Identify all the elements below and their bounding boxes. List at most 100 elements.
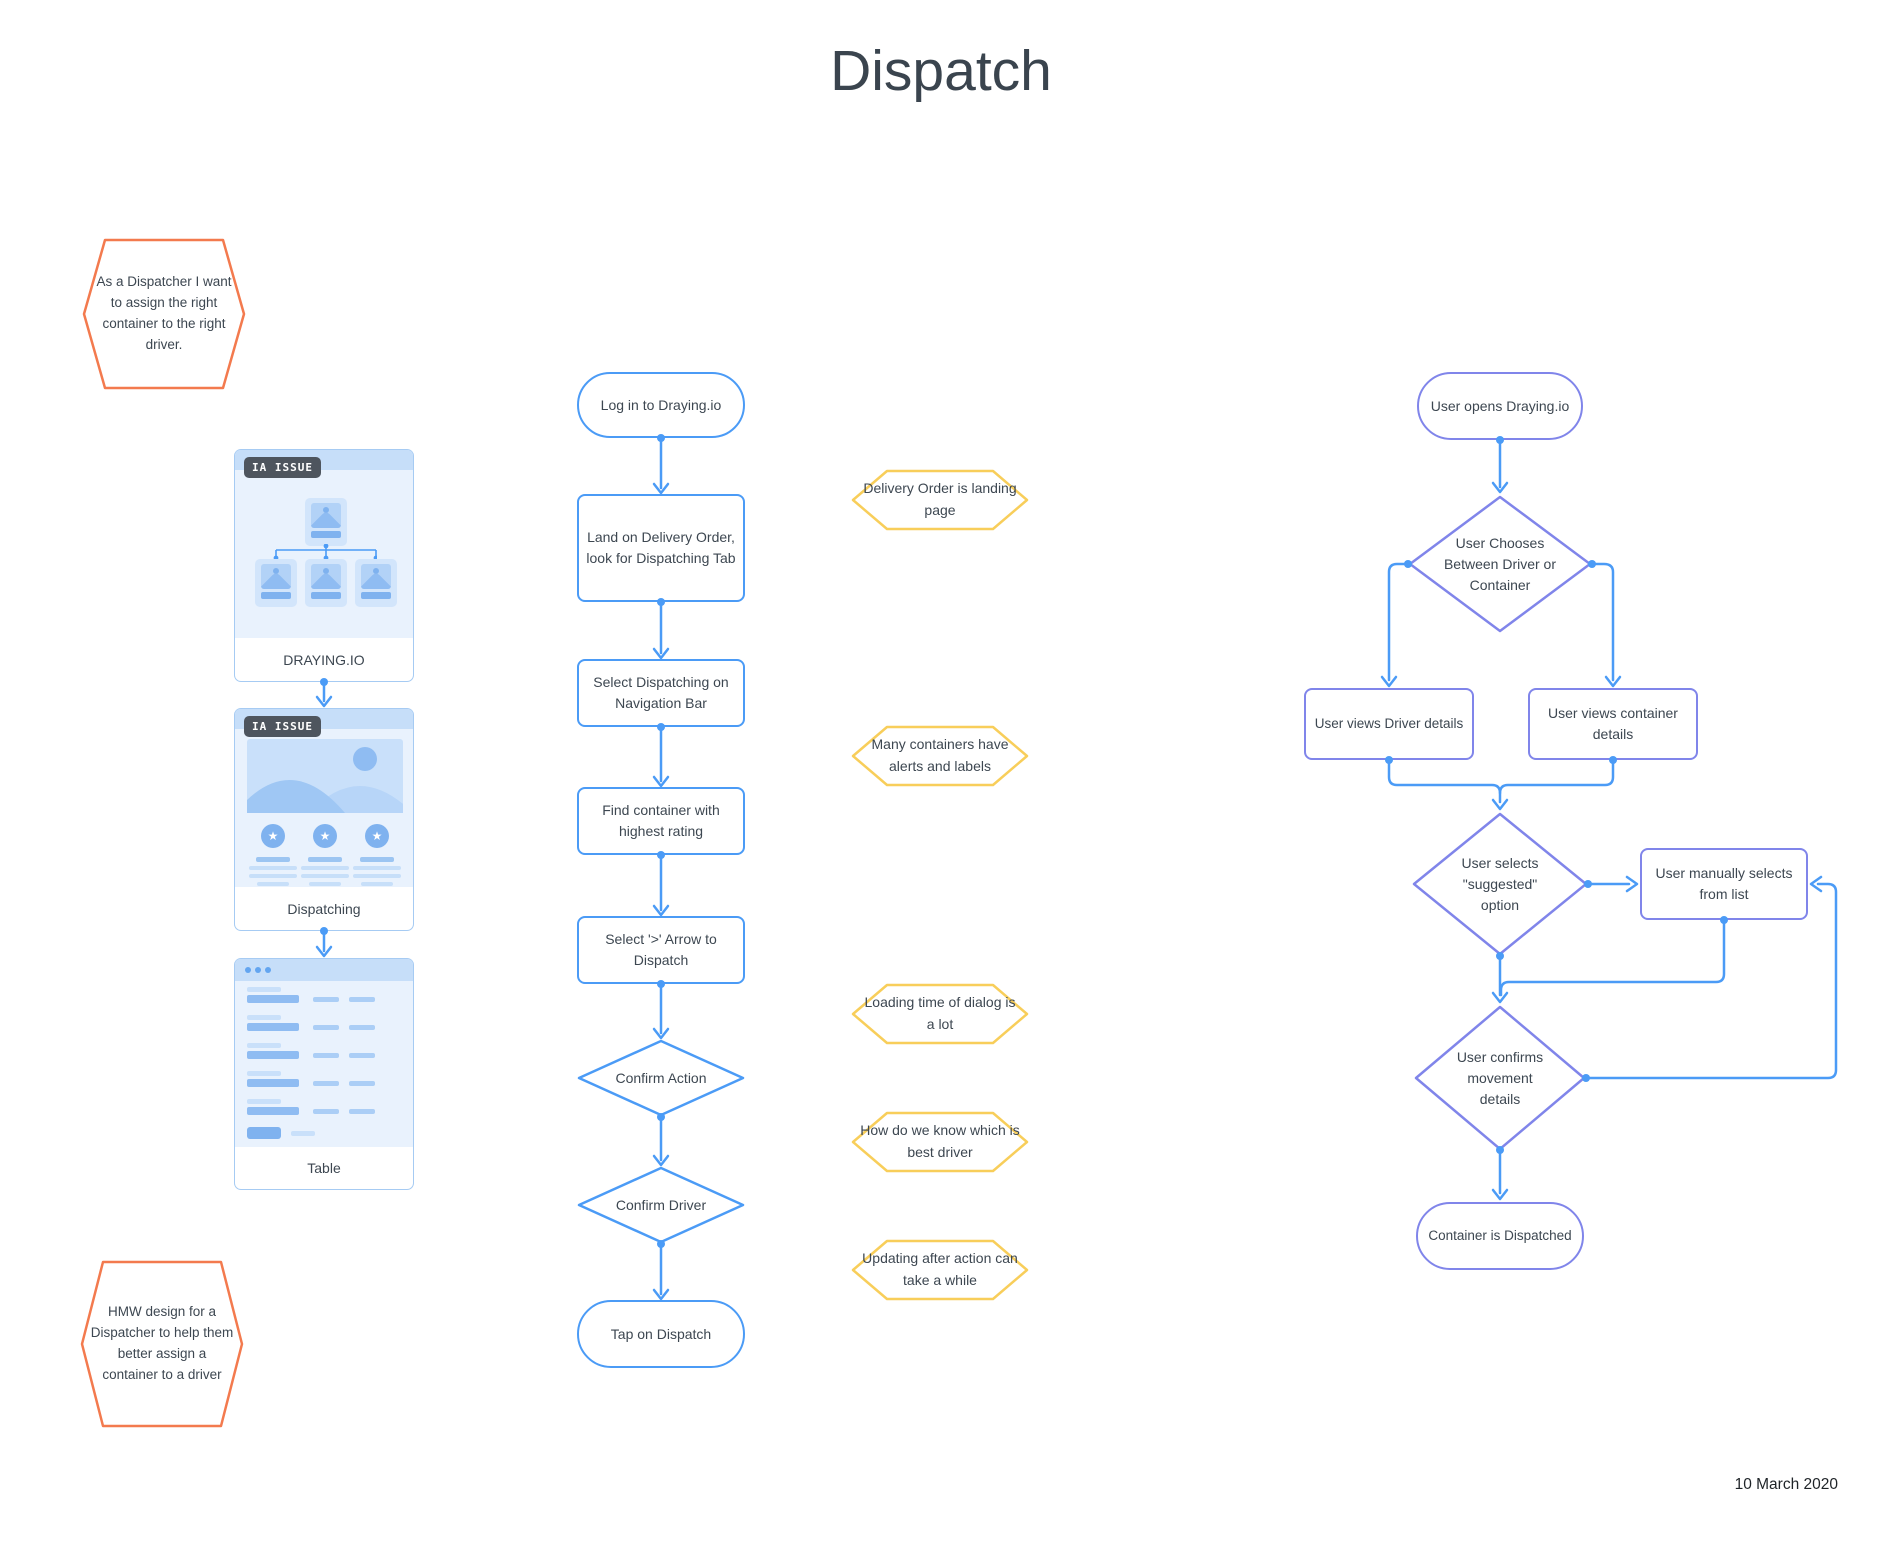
flow-node-select-arrow[interactable]: Select '>' Arrow to Dispatch bbox=[577, 916, 745, 984]
feature-column: ★ bbox=[249, 824, 297, 886]
text-placeholder bbox=[309, 882, 341, 886]
node-label: Land on Delivery Order, look for Dispatc… bbox=[586, 529, 736, 566]
browser-chrome-bar bbox=[235, 959, 413, 981]
flow-node-find-container[interactable]: Find container with highest rating bbox=[577, 787, 745, 855]
table-cell-placeholder bbox=[313, 1109, 339, 1114]
text-placeholder bbox=[361, 882, 393, 886]
user-flow-node-suggested[interactable]: User selects "suggested" option bbox=[1412, 812, 1588, 956]
annotation-text: Delivery Order is landing page bbox=[863, 480, 1017, 518]
user-flow-node-driver-details[interactable]: User views Driver details bbox=[1304, 688, 1474, 760]
text-placeholder bbox=[311, 531, 341, 538]
table-cell-placeholder bbox=[313, 1053, 339, 1058]
annotation-text: How do we know which is best driver bbox=[860, 1122, 1020, 1160]
window-dot-icon bbox=[265, 967, 271, 973]
sticky-note-user-story[interactable]: As a Dispatcher I want to assign the rig… bbox=[82, 238, 246, 390]
table-cell-placeholder bbox=[247, 1107, 299, 1115]
card-label: Dispatching bbox=[287, 900, 361, 917]
feature-column: ★ bbox=[353, 824, 401, 886]
user-flow-node-confirms-movement[interactable]: User confirms movement details bbox=[1414, 1005, 1586, 1151]
table-cell-placeholder bbox=[247, 1023, 299, 1031]
page-title[interactable]: Dispatch bbox=[830, 39, 1052, 103]
user-flow-node-container-details[interactable]: User views container details bbox=[1528, 688, 1698, 760]
flow-node-tap-dispatch[interactable]: Tap on Dispatch bbox=[577, 1300, 745, 1368]
landing-preview: ★ ★ ★ bbox=[235, 729, 413, 887]
node-label: Select Dispatching on Navigation Bar bbox=[593, 674, 729, 711]
annotation-text: Updating after action can take a while bbox=[862, 1250, 1018, 1288]
flow-node-login[interactable]: Log in to Draying.io bbox=[577, 372, 745, 438]
sitemap-node bbox=[355, 559, 397, 607]
table-cell-placeholder bbox=[349, 1053, 375, 1058]
table-cell-placeholder bbox=[349, 1109, 375, 1114]
ia-issue-badge: IA ISSUE bbox=[244, 457, 321, 478]
hexagon-shape bbox=[851, 983, 1029, 1045]
wireframe-card-table[interactable]: Table bbox=[234, 958, 414, 1190]
text-placeholder bbox=[361, 592, 391, 599]
node-label: User Chooses Between Driver or Container bbox=[1443, 534, 1557, 593]
user-flow-node-opens[interactable]: User opens Draying.io bbox=[1417, 372, 1583, 440]
text-placeholder bbox=[257, 882, 289, 886]
hexagon-shape bbox=[851, 725, 1029, 787]
node-label: Tap on Dispatch bbox=[610, 1325, 712, 1342]
annotation-alerts-labels[interactable]: Many containers have alerts and labels bbox=[851, 725, 1029, 787]
text-placeholder bbox=[249, 866, 297, 870]
diamond-shape bbox=[1408, 495, 1592, 633]
image-placeholder-icon bbox=[311, 564, 341, 589]
button-placeholder bbox=[247, 1127, 281, 1139]
star-icon: ★ bbox=[313, 824, 337, 848]
table-cell-placeholder bbox=[247, 1079, 299, 1087]
annotation-best-driver[interactable]: How do we know which is best driver bbox=[851, 1111, 1029, 1173]
window-dot-icon bbox=[255, 967, 261, 973]
user-flow-node-manual-select[interactable]: User manually selects from list bbox=[1640, 848, 1808, 920]
flow-node-land-delivery-order[interactable]: Land on Delivery Order, look for Dispatc… bbox=[577, 494, 745, 602]
text-placeholder bbox=[311, 592, 341, 599]
text-placeholder bbox=[249, 874, 297, 878]
table-cell-placeholder bbox=[313, 997, 339, 1002]
wireframe-card-sitemap[interactable]: IA ISSUE bbox=[234, 449, 414, 682]
node-label: User opens Draying.io bbox=[1430, 397, 1570, 414]
node-label: Select '>' Arrow to Dispatch bbox=[605, 931, 717, 968]
flow-node-confirm-driver[interactable]: Confirm Driver bbox=[576, 1166, 746, 1244]
node-label: User confirms movement details bbox=[1456, 1048, 1544, 1107]
user-flow-node-chooses[interactable]: User Chooses Between Driver or Container bbox=[1408, 495, 1592, 633]
table-cell-placeholder bbox=[313, 1025, 339, 1030]
date-label[interactable]: 10 March 2020 bbox=[1734, 1476, 1838, 1493]
flow-node-select-dispatching[interactable]: Select Dispatching on Navigation Bar bbox=[577, 659, 745, 727]
table-cell-placeholder bbox=[247, 1015, 281, 1020]
node-label: Confirm Driver bbox=[615, 1196, 707, 1213]
sitemap-node bbox=[305, 559, 347, 607]
annotation-updating-slow[interactable]: Updating after action can take a while bbox=[851, 1239, 1029, 1301]
node-label: User manually selects from list bbox=[1655, 865, 1793, 902]
annotation-landing-page[interactable]: Delivery Order is landing page bbox=[851, 469, 1029, 531]
sitemap-node bbox=[255, 559, 297, 607]
node-label: Find container with highest rating bbox=[602, 802, 720, 839]
flow-node-confirm-action[interactable]: Confirm Action bbox=[576, 1039, 746, 1117]
hexagon-shape bbox=[851, 1239, 1029, 1301]
text-placeholder bbox=[261, 592, 291, 599]
feature-column: ★ bbox=[301, 824, 349, 886]
heading-placeholder bbox=[360, 857, 394, 862]
text-placeholder bbox=[301, 874, 349, 878]
card-label: Table bbox=[307, 1160, 341, 1176]
node-label: User views Driver details bbox=[1314, 715, 1464, 731]
text-placeholder bbox=[301, 866, 349, 870]
hexagon-shape bbox=[851, 469, 1029, 531]
sticky-note-hmw[interactable]: HMW design for a Dispatcher to help them… bbox=[80, 1260, 244, 1428]
hexagon-shape bbox=[851, 1111, 1029, 1173]
sticky-note-text: As a Dispatcher I want to assign the rig… bbox=[96, 274, 232, 352]
card-label: DRAYING.IO bbox=[283, 651, 365, 668]
text-placeholder bbox=[353, 866, 401, 870]
annotation-loading-time[interactable]: Loading time of dialog is a lot bbox=[851, 983, 1029, 1045]
star-icon: ★ bbox=[365, 824, 389, 848]
table-cell-placeholder bbox=[247, 1071, 281, 1076]
window-dot-icon bbox=[245, 967, 251, 973]
heading-placeholder bbox=[308, 857, 342, 862]
wireframe-card-dispatching[interactable]: IA ISSUE ★ ★ bbox=[234, 708, 414, 931]
sitemap-node bbox=[305, 498, 347, 546]
hexagon-shape bbox=[82, 238, 246, 390]
user-flow-node-dispatched[interactable]: Container is Dispatched bbox=[1416, 1202, 1584, 1270]
annotation-text: Loading time of dialog is a lot bbox=[864, 994, 1016, 1032]
node-label: User views container details bbox=[1548, 705, 1678, 742]
sitemap-preview bbox=[235, 470, 413, 638]
node-label: User selects "suggested" option bbox=[1461, 854, 1539, 913]
